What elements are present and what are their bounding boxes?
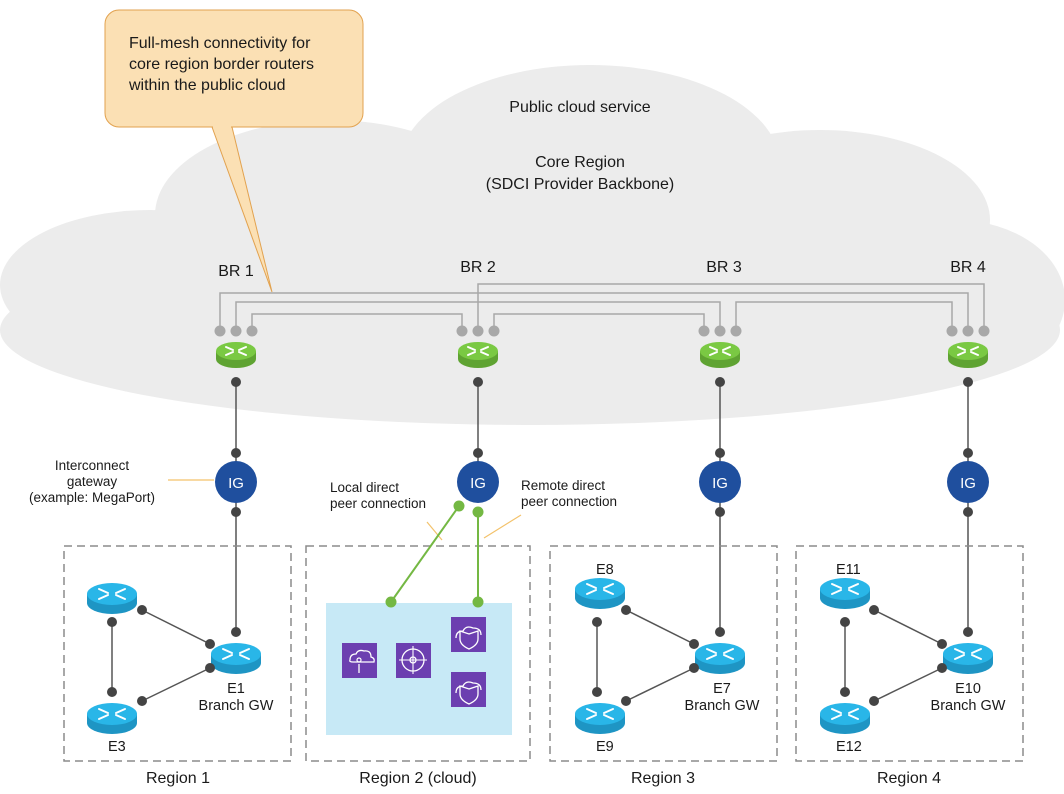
br2-label: BR 2 [460,259,496,276]
region-4-label: Region 4 [877,770,941,787]
br3-label: BR 3 [706,259,742,276]
callout-line-1: Full-mesh connectivity for [129,35,311,52]
edge-router-icon-e3 [86,702,138,735]
core-region-label: Core Region [535,154,625,171]
br4-label: BR 4 [950,259,986,276]
full-mesh-links [219,283,985,329]
local-peer-leader [426,521,443,541]
br2-router-icon [457,341,499,369]
e7-label: E7 [713,681,731,697]
edge-router-icon-e9 [574,702,626,735]
local-peer-line-2: peer connection [330,496,426,511]
local-peer-line-1: Local direct [330,480,399,495]
edge-port-dots [107,605,973,706]
e9-label: E9 [596,739,614,755]
cloud-shield-icon [451,617,486,652]
ig-node-3: IG [699,461,741,503]
cloud-shield-icon-2 [451,672,486,707]
br1-router-icon [215,341,257,369]
edge-router-icon-e10 [942,642,994,675]
e7-branch-gw: Branch GW [685,698,760,714]
edge-links [111,609,943,702]
e12-label: E12 [836,739,862,755]
edge-router-icon-r1-top [86,582,138,615]
uplink-dots [231,377,973,517]
region-2-label: Region 2 (cloud) [359,770,476,787]
ig-note-line-3: (example: MegaPort) [29,490,155,505]
br1-label: BR 1 [218,263,254,280]
br4-router-icon [947,341,989,369]
e1-branch-gw: Branch GW [199,698,274,714]
region-boxes [63,545,1024,762]
ig-node-1: IG [215,461,257,503]
region-3-label: Region 3 [631,770,695,787]
br3-router-icon [699,341,741,369]
edge-router-icon-e7 [694,642,746,675]
svg-text:IG: IG [712,475,728,492]
hub-icon [396,643,431,678]
peer-links [390,505,479,603]
e3-label: E3 [108,739,126,755]
public-cloud-shape [0,65,1064,425]
e1-label: E1 [227,681,245,697]
peer-dots [385,500,484,608]
uplink-lines [235,382,969,630]
svg-text:IG: IG [228,475,244,492]
e10-label: E10 [955,681,981,697]
e10-branch-gw: Branch GW [931,698,1006,714]
core-region-sublabel: (SDCI Provider Backbone) [486,176,675,193]
svg-text:IG: IG [960,475,976,492]
remote-peer-line-2: peer connection [521,494,617,509]
edge-router-icon-e1 [210,642,262,675]
remote-peer-line-1: Remote direct [521,478,605,493]
ig-note-line-2: gateway [67,474,118,489]
cloud-title: Public cloud service [509,99,651,116]
ig-node-2: IG [457,461,499,503]
remote-peer-leader [483,514,522,539]
svg-text:IG: IG [470,475,486,492]
callout-line-3: within the public cloud [128,77,286,94]
ig-note-line-1: Interconnect [55,458,130,473]
e8-label: E8 [596,562,614,578]
edge-router-icon-e11 [819,577,871,610]
ig-node-4: IG [947,461,989,503]
edge-router-icon-e12 [819,702,871,735]
region-1-label: Region 1 [146,770,210,787]
cloud-service-icon [342,643,377,678]
edge-router-icon-e8 [574,577,626,610]
callout-line-2: core region border routers [129,56,314,73]
callout: Full-mesh connectivity for core region b… [104,9,364,293]
e11-label: E11 [836,562,861,578]
mesh-port-dots [214,325,990,337]
